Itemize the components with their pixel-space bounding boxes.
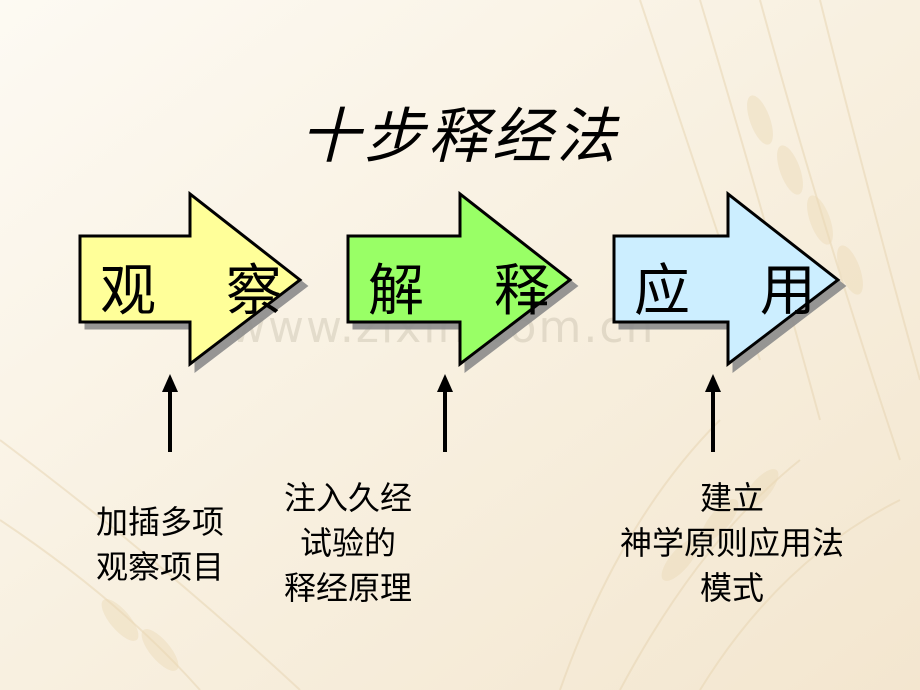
step-label-interpret: 解 释 [368, 259, 576, 324]
note-apply-line-2: 神学原则应用法 [619, 524, 844, 562]
apply-arrow [612, 190, 841, 368]
up-pointer-apply [705, 374, 721, 452]
note-observe: 加插多项 观察项目 [96, 500, 224, 590]
slide-title: 十步释经法 [300, 102, 620, 172]
note-observe-line-1: 加插多项 [96, 503, 225, 541]
note-interpret-line-2: 试验的 [299, 524, 396, 562]
note-observe-line-2: 观察项目 [96, 548, 225, 586]
observe-arrow [78, 190, 303, 368]
step-label-observe: 观 察 [100, 259, 308, 324]
note-interpret-line-3: 释经原理 [283, 569, 412, 607]
note-interpret-line-1: 注入久经 [283, 479, 412, 517]
interpret-arrow [346, 190, 573, 368]
note-apply: 建立 神学原则应用法 模式 [584, 476, 880, 611]
note-apply-line-3: 模式 [699, 569, 764, 607]
up-pointer-interpret [437, 374, 453, 452]
note-interpret: 注入久经 试验的 释经原理 [266, 476, 430, 611]
up-pointer-observe [162, 374, 178, 452]
step-label-apply: 应 用 [634, 259, 842, 324]
note-apply-line-1: 建立 [699, 479, 764, 517]
